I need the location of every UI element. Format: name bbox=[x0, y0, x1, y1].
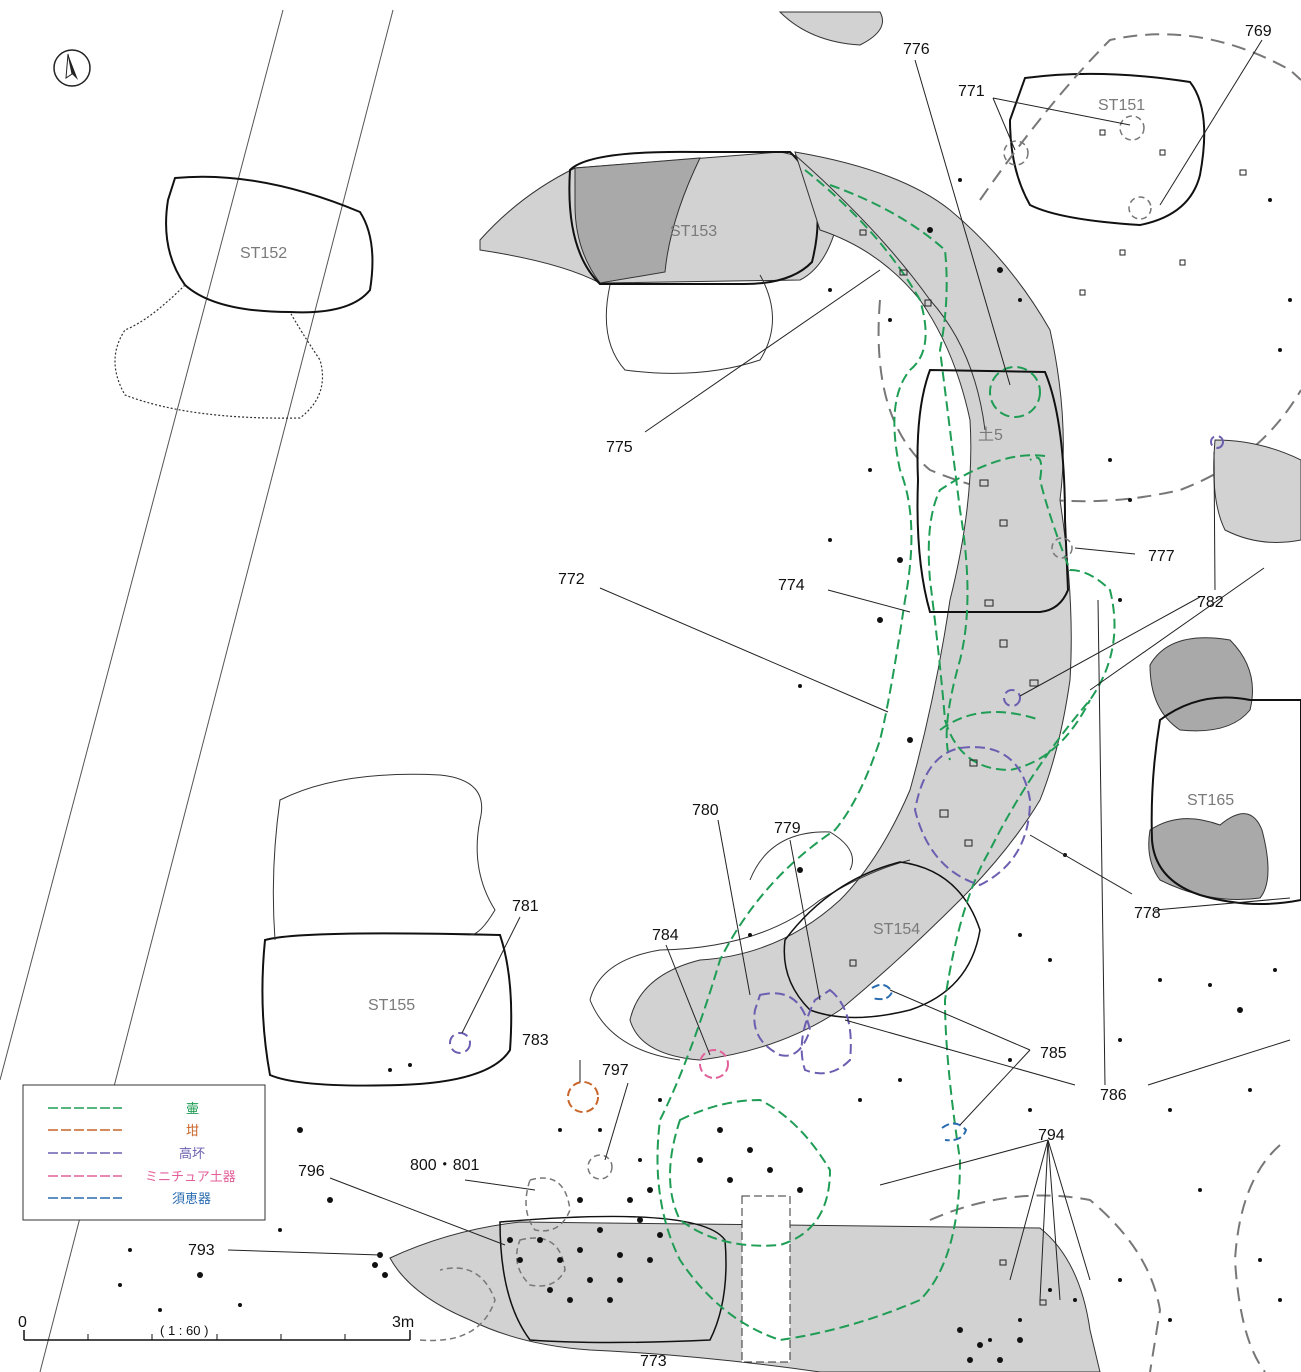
feature-st153 bbox=[479, 150, 841, 374]
number-labels: 769 771 776 775 777 772 774 782 780 779 … bbox=[188, 23, 1272, 1370]
ditch-sherds bbox=[849, 129, 1247, 1306]
label-786: 786 bbox=[1100, 1087, 1127, 1104]
legend-item-sue: 須恵器 bbox=[48, 1192, 211, 1207]
scale-start: 0 bbox=[18, 1314, 27, 1331]
misc-outlines bbox=[419, 115, 1152, 1342]
label-778: 778 bbox=[1134, 905, 1161, 922]
label-st155: ST155 bbox=[368, 997, 415, 1014]
label-776: 776 bbox=[903, 41, 930, 58]
legend-label-miniature: ミニチュア土器 bbox=[145, 1170, 236, 1185]
label-st154: ST154 bbox=[873, 921, 920, 938]
sue-ware-outlines bbox=[871, 983, 968, 1142]
scale-end: 3m bbox=[392, 1314, 414, 1331]
label-774: 774 bbox=[778, 577, 805, 594]
label-st153: ST153 bbox=[670, 223, 717, 240]
feature-st165 bbox=[1148, 439, 1301, 905]
legend: 壷 坩 高坏 ミニチュア土器 須恵器 bbox=[22, 1084, 266, 1221]
feature-lower-ditch bbox=[389, 11, 1281, 1372]
label-783: 783 bbox=[522, 1032, 549, 1049]
legend-label-pot: 壷 bbox=[186, 1102, 199, 1117]
label-773: 773 bbox=[640, 1353, 667, 1370]
legend-item-small-jar: 坩 bbox=[48, 1124, 199, 1139]
scale-bar: 0 3m ( 1 : 60 ) bbox=[18, 1314, 414, 1341]
small-jar-outlines bbox=[567, 1081, 599, 1113]
pot-outlines bbox=[656, 169, 1116, 1342]
label-775: 775 bbox=[606, 439, 633, 456]
leader-lines bbox=[227, 39, 1291, 1301]
label-793: 793 bbox=[188, 1242, 215, 1259]
label-do5: 土5 bbox=[978, 426, 1003, 444]
label-777: 777 bbox=[1148, 548, 1175, 565]
label-st152: ST152 bbox=[240, 245, 287, 262]
label-797: 797 bbox=[602, 1062, 629, 1079]
feature-st152 bbox=[114, 175, 374, 419]
label-800-801: 800・801 bbox=[410, 1157, 479, 1174]
label-769: 769 bbox=[1245, 23, 1272, 40]
label-784: 784 bbox=[652, 927, 679, 944]
label-781: 781 bbox=[512, 898, 539, 915]
feature-st155 bbox=[261, 773, 513, 1087]
feature-do5 bbox=[916, 368, 1070, 613]
label-796: 796 bbox=[298, 1163, 325, 1180]
legend-item-miniature: ミニチュア土器 bbox=[48, 1170, 236, 1185]
legend-item-pot: 壷 bbox=[48, 1102, 199, 1117]
legend-label-takatsuki: 高坏 bbox=[179, 1146, 205, 1162]
label-780: 780 bbox=[692, 802, 719, 819]
label-771: 771 bbox=[958, 83, 985, 100]
legend-label-small-jar: 坩 bbox=[186, 1124, 199, 1139]
label-794: 794 bbox=[1038, 1127, 1065, 1144]
sherd-cluster bbox=[372, 1127, 1023, 1363]
label-782: 782 bbox=[1197, 594, 1224, 611]
label-st151: ST151 bbox=[1098, 97, 1145, 114]
miniature-outlines bbox=[699, 1049, 729, 1079]
north-arrow-icon bbox=[53, 49, 91, 87]
label-st165: ST165 bbox=[1187, 792, 1234, 809]
legend-label-sue: 須恵器 bbox=[172, 1192, 211, 1207]
takatsuki-outlines bbox=[449, 435, 1224, 1075]
legend-item-takatsuki: 高坏 bbox=[48, 1146, 205, 1162]
feature-labels: ST151 ST152 ST153 ST154 ST155 ST165 土5 bbox=[240, 97, 1234, 1014]
label-785: 785 bbox=[1040, 1045, 1067, 1062]
sherd-scatter bbox=[118, 178, 1292, 1342]
label-772: 772 bbox=[558, 571, 585, 588]
label-779: 779 bbox=[774, 820, 801, 837]
scale-ratio: ( 1 : 60 ) bbox=[160, 1323, 208, 1338]
